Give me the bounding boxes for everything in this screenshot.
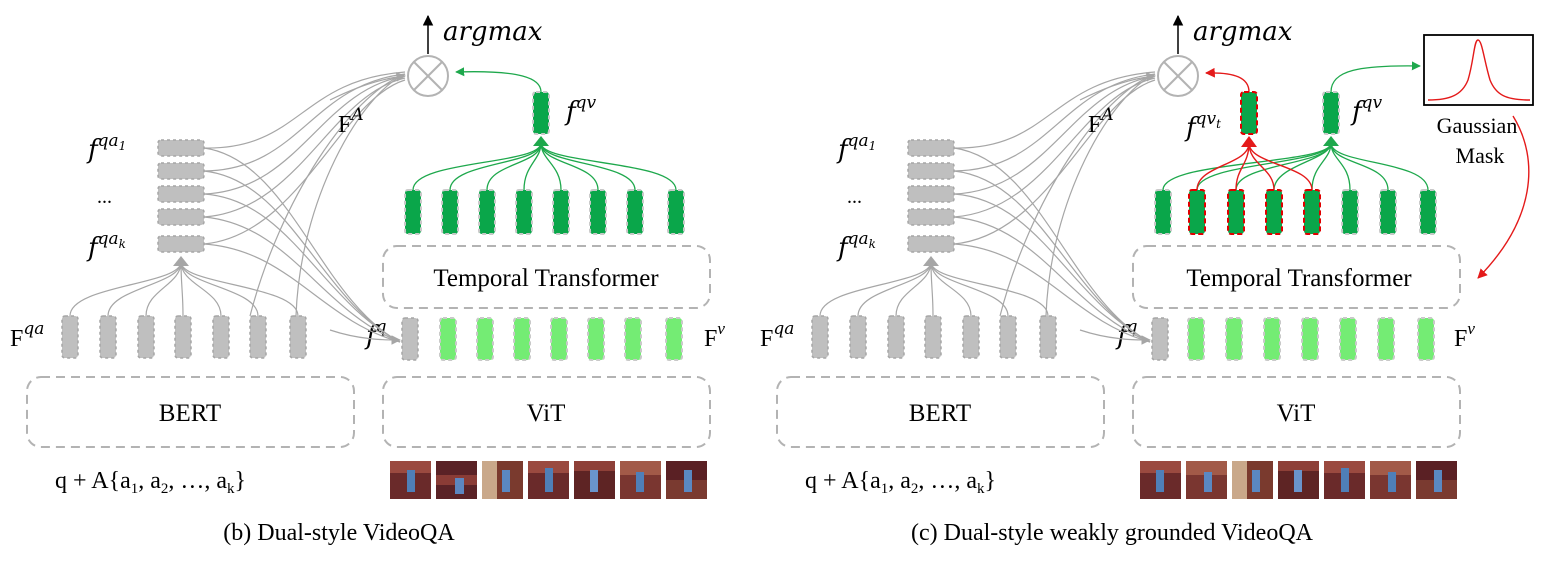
temporal-output-tokens xyxy=(1154,189,1437,235)
bert-label: BERT xyxy=(159,400,221,427)
gray-aggregation-lines xyxy=(819,256,1049,317)
caption-c: (c) Dual-style weakly grounded VideoQA xyxy=(911,520,1314,546)
fqv-to-gaussian-arrow xyxy=(1330,61,1421,93)
fqv-label: fqv xyxy=(564,93,597,127)
vit-output-tokens xyxy=(1187,317,1435,361)
temporal-transformer-label: Temporal Transformer xyxy=(1186,265,1412,292)
fqa1-label: fqa1 xyxy=(836,131,876,165)
gaussian-mask-label-line2: Mask xyxy=(1456,143,1505,168)
vit-box xyxy=(1132,376,1461,448)
panel-b: argmax fqv xyxy=(10,14,725,546)
video-frame-thumbnail xyxy=(666,461,707,499)
product-operator-icon xyxy=(407,55,449,97)
Fqa-label: Fqa xyxy=(10,319,44,352)
video-frame-thumbnail xyxy=(1416,461,1457,499)
fqvt-to-product-arrow xyxy=(1205,67,1250,93)
product-operator-icon xyxy=(1157,55,1199,97)
Fv-label: Fv xyxy=(704,319,725,352)
fqv-token xyxy=(532,91,550,135)
FA-label: FA xyxy=(1088,105,1114,138)
question-answers-text: q + A{a1, a2, …, ak} xyxy=(55,468,246,497)
video-frame-thumbnail xyxy=(1278,461,1319,499)
temporal-transformer-label: Temporal Transformer xyxy=(433,265,659,292)
bert-output-tokens xyxy=(811,315,1057,359)
video-frame-thumbnail xyxy=(620,461,661,499)
caption-b: (b) Dual-style VideoQA xyxy=(223,520,455,546)
temporal-transformer-box xyxy=(382,245,711,309)
fqak-label: fqak xyxy=(86,229,126,263)
video-frame-thumbnail xyxy=(1324,461,1365,499)
video-frame-thumbnail xyxy=(528,461,569,499)
temporal-output-tokens xyxy=(404,189,685,235)
bert-box xyxy=(776,376,1105,448)
question-answers-text: q + A{a1, a2, …, ak} xyxy=(805,468,996,497)
dots-label: ... xyxy=(97,186,112,208)
green-aggregation-lines xyxy=(1162,136,1429,191)
argmax-label: argmax xyxy=(1193,17,1293,47)
video-frame-thumbnail xyxy=(1370,461,1411,499)
bert-box xyxy=(26,376,355,448)
video-frames-strip xyxy=(1140,461,1457,499)
video-frame-thumbnail xyxy=(1140,461,1181,499)
vit-output-tokens xyxy=(439,317,683,361)
video-frame-thumbnail xyxy=(1186,461,1227,499)
video-frame-thumbnail xyxy=(390,461,431,499)
fqak-label: fqak xyxy=(836,229,876,263)
answer-feature-stack xyxy=(907,139,955,253)
green-aggregation-lines xyxy=(412,136,677,191)
fq-token xyxy=(401,317,419,361)
bert-label: BERT xyxy=(909,400,971,427)
bert-output-tokens xyxy=(61,315,307,359)
answer-feature-stack xyxy=(157,139,205,253)
vit-box xyxy=(382,376,711,448)
video-frames-strip xyxy=(390,461,707,499)
FA-label: FA xyxy=(338,105,364,138)
fqvt-token xyxy=(1240,91,1258,135)
vit-label: ViT xyxy=(527,400,566,427)
video-frame-thumbnail xyxy=(574,461,615,499)
temporal-transformer-box xyxy=(1132,245,1461,309)
fqa1-label: fqa1 xyxy=(86,131,126,165)
video-frame-thumbnail xyxy=(1232,461,1273,499)
dots-label: ... xyxy=(847,186,862,208)
panel-c: argmax fqvt fqv Gaussian Mask xyxy=(760,14,1534,546)
gray-aggregation-lines xyxy=(69,256,299,317)
fqv-to-product-arrow xyxy=(455,67,542,93)
gaussian-to-transformer-arrow xyxy=(1477,115,1530,279)
vit-label: ViT xyxy=(1277,400,1316,427)
answer-to-product-lines xyxy=(953,71,1156,345)
red-aggregation-lines xyxy=(1196,136,1313,191)
gaussian-mask-plot xyxy=(1423,34,1534,106)
fqv-label: fqv xyxy=(1350,93,1383,127)
argmax-label: argmax xyxy=(443,17,543,47)
fqvt-label: fqvt xyxy=(1184,109,1221,143)
Fqa-label: Fqa xyxy=(760,319,794,352)
answer-to-product-lines xyxy=(203,71,406,345)
fq-token xyxy=(1151,317,1169,361)
video-frame-thumbnail xyxy=(482,461,523,499)
fqv-token xyxy=(1322,91,1340,135)
Fv-label: Fv xyxy=(1454,319,1475,352)
video-frame-thumbnail xyxy=(436,461,477,499)
gaussian-mask-label-line1: Gaussian xyxy=(1437,113,1518,138)
